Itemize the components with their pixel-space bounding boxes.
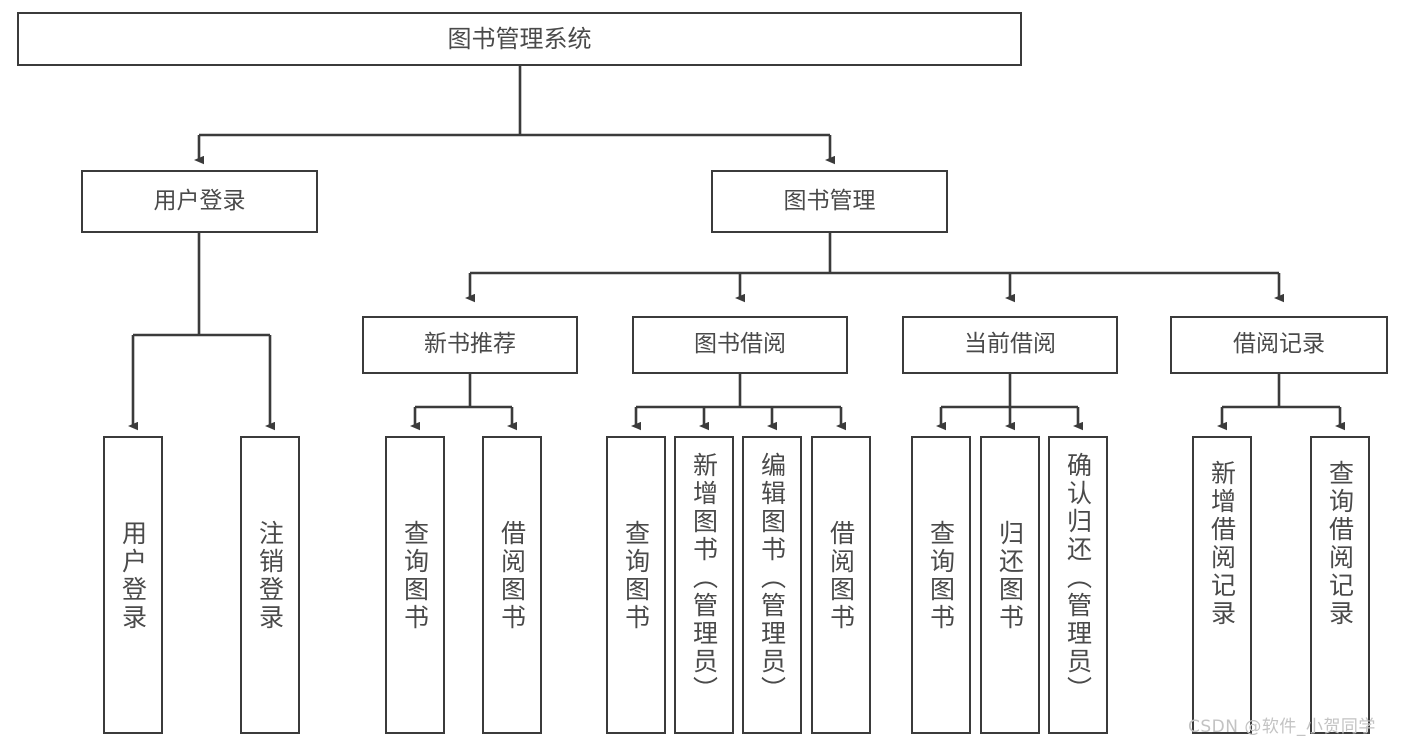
leaf-borrow-book-borrow[interactable]: 借阅图书: [811, 436, 871, 734]
leaf-add-book[interactable]: 新增图书（管理员）: [674, 436, 734, 734]
node-current-borrow[interactable]: 当前借阅: [902, 316, 1118, 374]
leaf-user-login[interactable]: 用户登录: [103, 436, 163, 734]
node-label: 图书管理系统: [447, 24, 592, 53]
leaf-query-book-current[interactable]: 查询图书: [911, 436, 971, 734]
node-label: 新增借阅记录: [1207, 460, 1237, 628]
leaf-return-book[interactable]: 归还图书: [980, 436, 1040, 734]
leaf-query-book-recommend[interactable]: 查询图书: [385, 436, 445, 734]
leaf-logout-login[interactable]: 注销登录: [240, 436, 300, 734]
leaf-query-book-borrow[interactable]: 查询图书: [606, 436, 666, 734]
node-label: 用户登录: [118, 520, 148, 632]
leaf-borrow-book-recommend[interactable]: 借阅图书: [482, 436, 542, 734]
node-label: 用户登录: [153, 187, 246, 214]
node-label: 当前借阅: [964, 331, 1056, 358]
leaf-query-borrow-record[interactable]: 查询借阅记录: [1310, 436, 1370, 734]
node-book-manage[interactable]: 图书管理: [711, 170, 948, 233]
leaf-add-borrow-record[interactable]: 新增借阅记录: [1192, 436, 1252, 734]
node-label: 归还图书: [995, 520, 1025, 632]
node-label: 图书管理: [783, 187, 876, 214]
node-label: 图书借阅: [694, 331, 786, 358]
node-label: 查询图书: [926, 520, 956, 632]
node-label: 确认归还（管理员）: [1063, 452, 1093, 704]
node-root-system[interactable]: 图书管理系统: [17, 12, 1022, 66]
csdn-watermark: CSDN @软件_小贺同学: [1188, 717, 1376, 737]
node-label: 注销登录: [255, 520, 285, 632]
node-label: 查询借阅记录: [1325, 460, 1355, 628]
node-label: 新书推荐: [424, 331, 516, 358]
leaf-edit-book[interactable]: 编辑图书（管理员）: [742, 436, 802, 734]
node-book-borrow[interactable]: 图书借阅: [632, 316, 848, 374]
node-label: 借阅记录: [1233, 331, 1325, 358]
node-user-login[interactable]: 用户登录: [81, 170, 318, 233]
node-label: 编辑图书（管理员）: [757, 452, 787, 704]
node-label: 查询图书: [400, 520, 430, 632]
node-label: 借阅图书: [497, 520, 527, 632]
leaf-confirm-return[interactable]: 确认归还（管理员）: [1048, 436, 1108, 734]
node-label: 借阅图书: [826, 520, 856, 632]
node-label: 查询图书: [621, 520, 651, 632]
node-borrow-record[interactable]: 借阅记录: [1170, 316, 1388, 374]
node-label: 新增图书（管理员）: [689, 452, 719, 704]
node-new-book-recommend[interactable]: 新书推荐: [362, 316, 578, 374]
